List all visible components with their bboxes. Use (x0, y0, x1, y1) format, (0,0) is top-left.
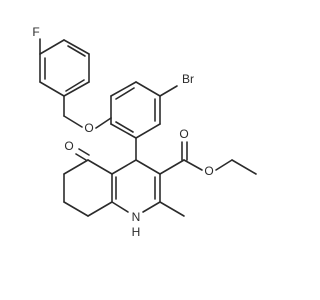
atom-carbonyl-oxygen: O (179, 127, 188, 141)
molecule-structure: F Br O O O O N H (32, 25, 257, 239)
benzyl-ether-linkage (63, 95, 112, 129)
atom-bromine: Br (182, 72, 194, 86)
atom-ketone-oxygen: O (64, 139, 73, 153)
bromophenyl-ring (110, 81, 161, 139)
atom-ester-oxygen: O (204, 164, 213, 178)
atom-nitrogen: N (132, 210, 141, 224)
ketone-bond (75, 148, 90, 161)
atom-ether-oxygen: O (84, 121, 93, 135)
cyclohexenone-ring (63, 159, 113, 217)
atom-fluorine: F (32, 25, 39, 39)
dihydropyridine-ring (111, 159, 161, 213)
fluorophenyl-ring (39, 39, 90, 97)
methyl-bond (159, 201, 185, 217)
bromo-bond (159, 85, 178, 97)
ester-group (159, 141, 257, 175)
atom-hydrogen: H (132, 225, 141, 239)
